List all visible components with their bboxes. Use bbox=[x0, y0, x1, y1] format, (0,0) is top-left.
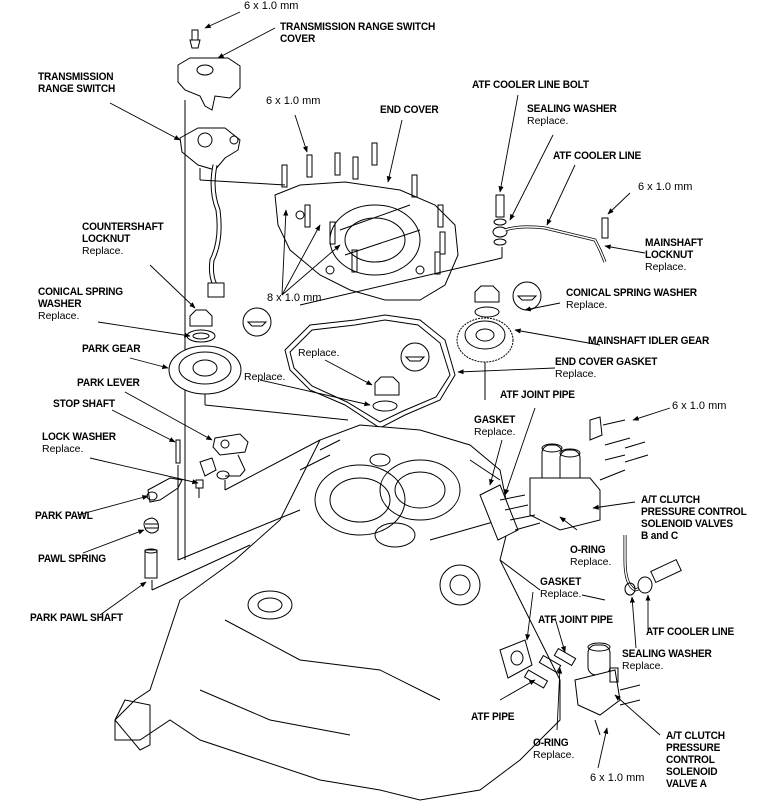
label-sealing-washer-bottom: SEALING WASHER Replace. bbox=[622, 648, 712, 672]
label-lock-washer: LOCK WASHER Replace. bbox=[42, 431, 116, 455]
label-oring-top: O-RING Replace. bbox=[570, 544, 612, 568]
solenoid-bc-part bbox=[479, 416, 649, 541]
spec-solenoid-a-bolt: 6 x 1.0 mm bbox=[590, 772, 645, 784]
label-countershaft-locknut: COUNTERSHAFT LOCKNUT Replace. bbox=[82, 221, 164, 257]
label-mainshaft-locknut: MAINSHAFT LOCKNUT Replace. bbox=[645, 237, 703, 273]
spec-solenoid-bc-bolt: 6 x 1.0 mm bbox=[672, 400, 727, 412]
trs-cover-part bbox=[177, 29, 241, 111]
note-replace-washer: Replace. bbox=[244, 371, 286, 383]
countershaft-stack bbox=[168, 307, 349, 421]
label-gasket-top: GASKET Replace. bbox=[474, 414, 516, 438]
label-pawl-spring: PAWL SPRING bbox=[38, 553, 106, 565]
label-atf-joint-pipe-top: ATF JOINT PIPE bbox=[500, 389, 575, 401]
label-park-pawl-shaft: PARK PAWL SHAFT bbox=[30, 612, 123, 624]
trs-part bbox=[179, 100, 286, 560]
label-trs-cover: TRANSMISSION RANGE SWITCH COVER bbox=[280, 21, 436, 45]
note-replace-locknut: Replace. bbox=[298, 347, 340, 359]
spec-end-cover-8mm: 8 x 1.0 mm bbox=[267, 292, 322, 304]
label-park-pawl: PARK PAWL bbox=[35, 510, 93, 522]
label-solenoid-bc: A/T CLUTCH PRESSURE CONTROL SOLENOID VAL… bbox=[641, 494, 747, 542]
leader-lines bbox=[77, 11, 671, 769]
label-sealing-washer-top: SEALING WASHER Replace. bbox=[527, 103, 617, 127]
label-atf-cooler-line-top: ATF COOLER LINE bbox=[553, 150, 642, 162]
label-end-cover-gasket: END COVER GASKET Replace. bbox=[555, 356, 658, 380]
label-park-gear: PARK GEAR bbox=[82, 343, 141, 355]
mainshaft-stack bbox=[372, 281, 542, 412]
label-stop-shaft: STOP SHAFT bbox=[53, 398, 115, 410]
label-trs: TRANSMISSION RANGE SWITCH bbox=[38, 71, 116, 95]
label-solenoid-a: A/T CLUTCH PRESSURE CONTROL SOLENOID VAL… bbox=[666, 730, 725, 790]
end-cover-gasket-part bbox=[284, 314, 456, 429]
spec-trs-cover-bolt: 6 x 1.0 mm bbox=[244, 0, 299, 12]
label-atf-cooler-line-bolt: ATF COOLER LINE BOLT bbox=[472, 79, 589, 91]
spec-end-cover-bolt: 6 x 1.0 mm bbox=[266, 95, 321, 107]
spec-cooler-line-bolt: 6 x 1.0 mm bbox=[638, 181, 693, 193]
transmission-case-part bbox=[114, 424, 561, 801]
atf-cooler-line-top-part bbox=[299, 194, 609, 306]
label-conical-spring-washer-left: CONICAL SPRING WASHER Replace. bbox=[38, 286, 123, 322]
label-atf-joint-pipe-bottom: ATF JOINT PIPE bbox=[538, 614, 613, 626]
label-atf-cooler-line-bottom: ATF COOLER LINE bbox=[646, 626, 735, 638]
label-conical-spring-washer-right: CONICAL SPRING WASHER Replace. bbox=[566, 287, 697, 311]
label-oring-bottom: O-RING Replace. bbox=[533, 737, 575, 761]
label-park-lever: PARK LEVER bbox=[77, 377, 140, 389]
atf-cooler-line-bottom-part bbox=[581, 535, 682, 601]
end-cover-part bbox=[274, 142, 459, 301]
label-mainshaft-idler-gear: MAINSHAFT IDLER GEAR bbox=[588, 335, 710, 347]
park-mechanism-parts bbox=[143, 433, 321, 591]
label-end-cover: END COVER bbox=[380, 104, 439, 116]
label-gasket-bottom: GASKET Replace. bbox=[540, 576, 582, 600]
label-atf-pipe: ATF PIPE bbox=[471, 711, 515, 723]
